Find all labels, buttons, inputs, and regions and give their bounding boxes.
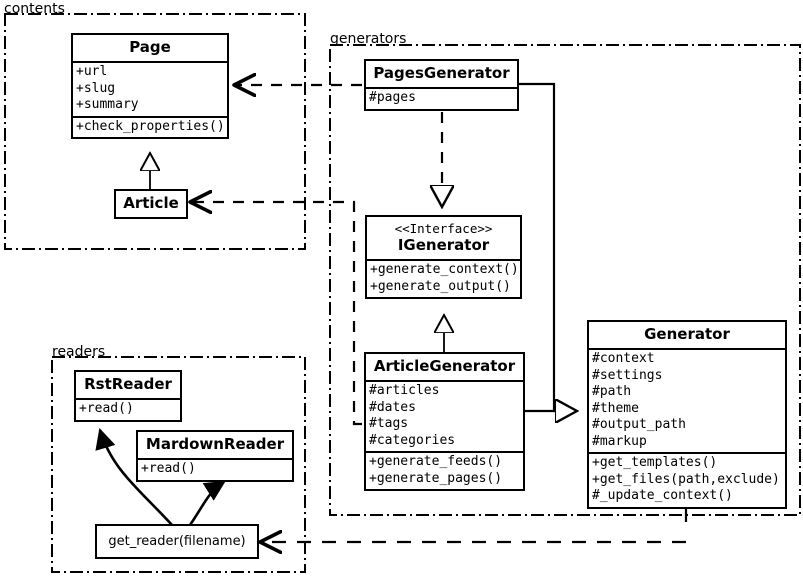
class-generator[interactable]: Generator #context #settings #path #them… (587, 320, 787, 509)
class-article-generator-attributes: #articles #dates #tags #categories (366, 380, 523, 451)
class-igenerator-method: +generate_context() (370, 262, 519, 277)
class-generator-attribute: #markup (592, 433, 647, 449)
package-label-readers: readers (52, 344, 106, 360)
class-pages-generator[interactable]: PagesGenerator #pages (364, 59, 519, 111)
class-generator-methods: +get_templates() +get_files(path,exclude… (589, 452, 785, 507)
class-rst-reader[interactable]: RstReader +read() (74, 370, 182, 422)
class-article-title: Article (123, 194, 179, 212)
class-generator-attributes: #context #settings #path #theme #output_… (589, 348, 785, 452)
class-article-generator-attribute: #dates (369, 399, 416, 415)
class-generator-attribute: #context (592, 351, 655, 366)
class-mardown-reader-methods: +read() (138, 458, 292, 480)
package-label-generators: generators (330, 31, 407, 47)
class-igenerator-methods: +generate_context() +generate_output() (367, 259, 520, 297)
class-article-generator-attribute: #tags (369, 416, 409, 431)
class-pages-generator-attributes: #pages (366, 87, 517, 109)
class-rst-reader-methods: +read() (76, 398, 180, 420)
class-mardown-reader-title: MardownReader (145, 435, 285, 453)
association-pagesgenerator-to-generator (519, 82, 577, 411)
function-get-reader[interactable]: get_reader(filename) (95, 524, 259, 559)
class-pages-generator-title: PagesGenerator (373, 64, 510, 82)
class-rst-reader-title: RstReader (84, 375, 172, 393)
class-article-generator-method: +generate_pages() (369, 470, 503, 486)
dependency-articlegenerator-to-article (190, 202, 362, 426)
class-article-generator-methods: +generate_feeds() +generate_pages() (366, 451, 523, 489)
class-page-methods: +check_properties() (73, 115, 227, 138)
class-article-generator-attribute: #categories (369, 432, 456, 448)
class-igenerator-title: <<Interface>> IGenerator (367, 217, 520, 259)
class-page-attribute: +summary (76, 97, 139, 112)
class-article-generator-method: +generate_feeds() (369, 454, 503, 469)
package-label-contents: contents (4, 1, 65, 17)
class-igenerator-stereotype: <<Interface>> (394, 221, 493, 236)
class-generator-attribute: #settings (592, 367, 663, 383)
class-page-attribute: +url (76, 64, 108, 79)
class-pages-generator-attribute: #pages (369, 90, 416, 105)
class-page-attribute: +slug (76, 80, 116, 96)
class-generator-attribute: #output_path (592, 417, 686, 432)
class-generator-attribute: #theme (592, 400, 639, 416)
curve-get-reader-to-mardownreader (188, 480, 226, 526)
class-page[interactable]: Page +url +slug +summary +check_properti… (71, 33, 229, 139)
class-generator-method: +get_templates() (592, 455, 718, 470)
class-rst-reader-method: +read() (79, 401, 134, 416)
class-igenerator[interactable]: <<Interface>> IGenerator +generate_conte… (365, 215, 522, 299)
class-page-title: Page (129, 38, 171, 56)
class-generator-method: #_update_context() (592, 488, 733, 503)
class-mardown-reader[interactable]: MardownReader +read() (136, 430, 294, 482)
function-get-reader-label: get_reader(filename) (108, 534, 246, 549)
class-page-attributes: +url +slug +summary (73, 61, 227, 116)
class-mardown-reader-method: +read() (141, 461, 196, 476)
dependency-generator-to-get-reader (260, 503, 688, 542)
class-article-generator-title: ArticleGenerator (373, 357, 516, 375)
class-generator-title: Generator (644, 325, 730, 343)
class-article[interactable]: Article (114, 189, 188, 219)
class-igenerator-method: +generate_output() (370, 278, 511, 294)
class-article-generator-attribute: #articles (369, 383, 440, 398)
class-generator-attribute: #path (592, 384, 632, 399)
class-article-generator[interactable]: ArticleGenerator #articles #dates #tags … (364, 352, 525, 491)
class-generator-method: +get_files(path,exclude) (592, 471, 780, 487)
class-page-method: +check_properties() (76, 118, 225, 134)
class-igenerator-name: IGenerator (397, 236, 490, 254)
